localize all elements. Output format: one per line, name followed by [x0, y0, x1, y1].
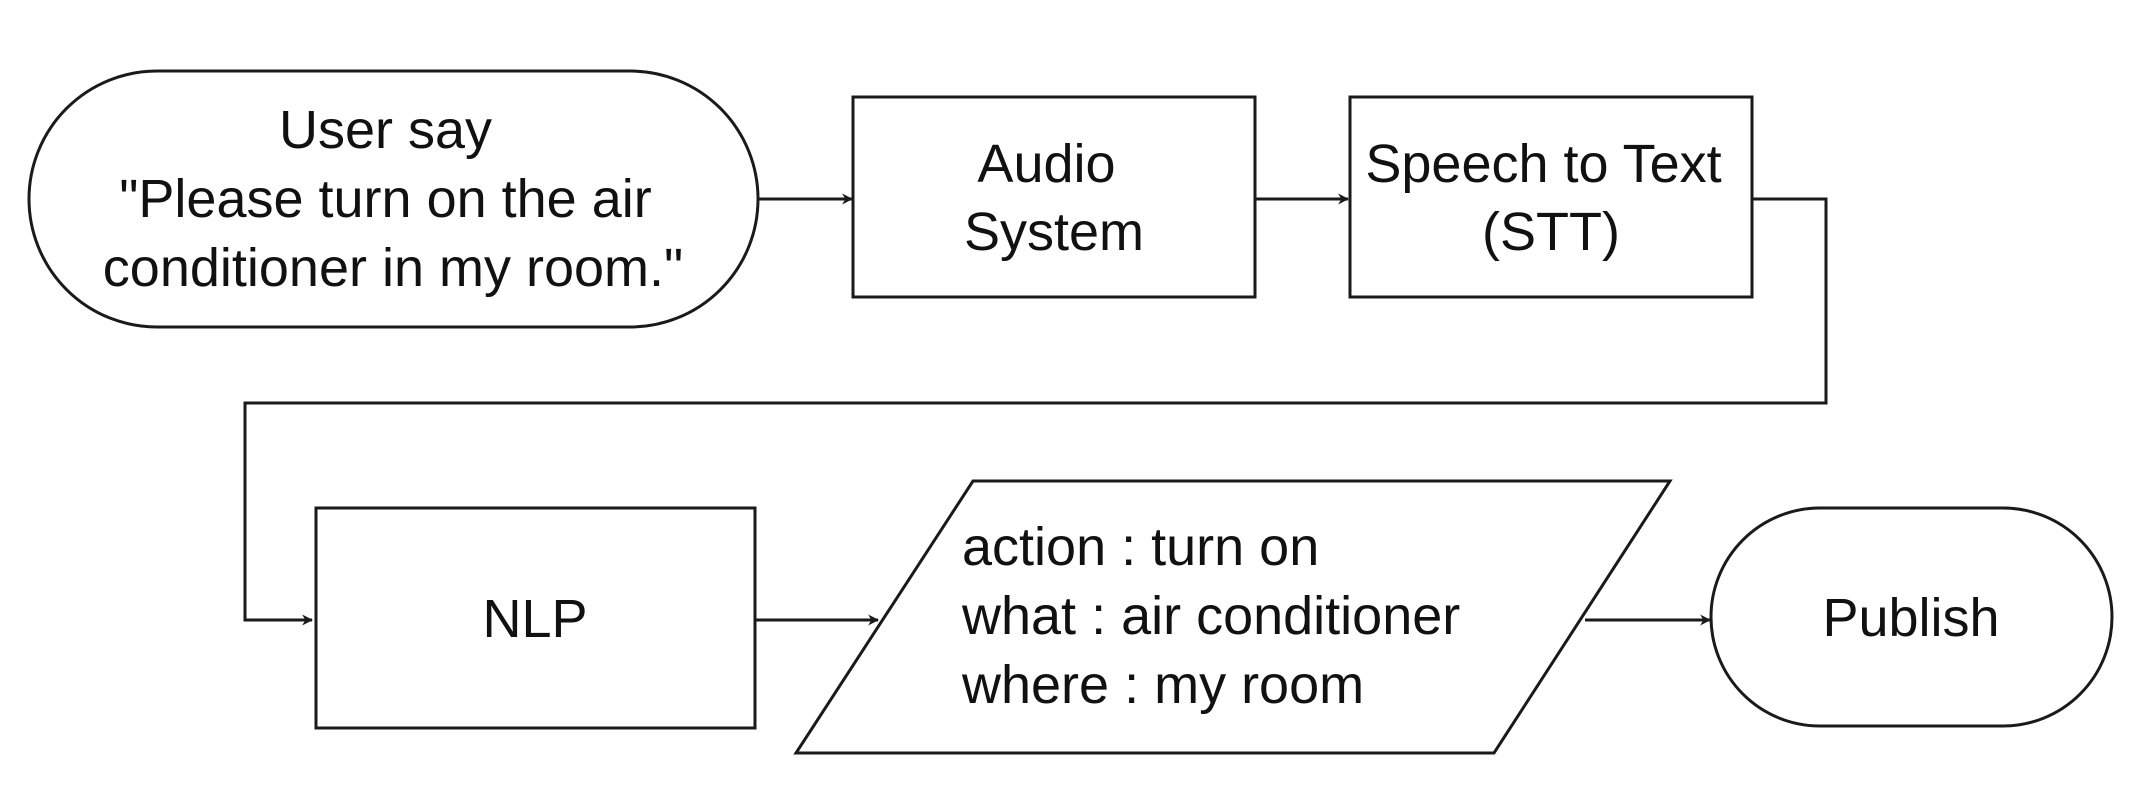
node-nlp: NLP	[314, 506, 757, 730]
process-shape	[314, 506, 757, 730]
data-shape	[793, 479, 1673, 755]
node-audio-system: Audio System	[851, 95, 1257, 299]
node-stt-line-1: Speech to Text	[1365, 134, 1721, 194]
node-audio-system-line-1: Audio	[977, 134, 1115, 194]
node-parsed-output-line-3: where : my room	[961, 655, 1364, 715]
node-stt-text: Speech to Text (STT)	[1365, 134, 1736, 262]
edges	[243, 193, 1828, 626]
node-stt-line-2: (STT)	[1482, 202, 1620, 262]
node-audio-system-line-2: System	[964, 202, 1144, 262]
node-user-say-line-3: conditioner in my room."	[103, 238, 683, 298]
node-nlp-text: NLP	[482, 589, 587, 649]
process-shape	[851, 95, 1257, 299]
node-parsed-output: action : turn on what : air conditioner …	[793, 479, 1673, 755]
node-publish-text: Publish	[1822, 588, 1999, 648]
node-nlp-line-1: NLP	[482, 589, 587, 649]
node-parsed-output-line-1: action : turn on	[962, 517, 1319, 577]
node-parsed-output-text: action : turn on what : air conditioner …	[961, 517, 1475, 715]
terminator-shape	[27, 69, 760, 329]
node-audio-system-text: Audio System	[964, 134, 1144, 262]
edge-stt-to-nlp	[243, 197, 1828, 626]
node-publish: Publish	[1709, 506, 2114, 728]
node-stt: Speech to Text (STT)	[1348, 95, 1754, 299]
terminator-shape	[1709, 506, 2114, 728]
node-user-say: User say "Please turn on the air conditi…	[27, 69, 760, 329]
node-publish-line-1: Publish	[1822, 588, 1999, 648]
node-user-say-line-2: "Please turn on the air	[119, 169, 652, 229]
node-parsed-output-line-2: what : air conditioner	[961, 586, 1460, 646]
node-user-say-line-1: User say	[279, 100, 492, 160]
node-user-say-text: User say "Please turn on the air conditi…	[103, 100, 683, 298]
process-shape	[1348, 95, 1754, 299]
